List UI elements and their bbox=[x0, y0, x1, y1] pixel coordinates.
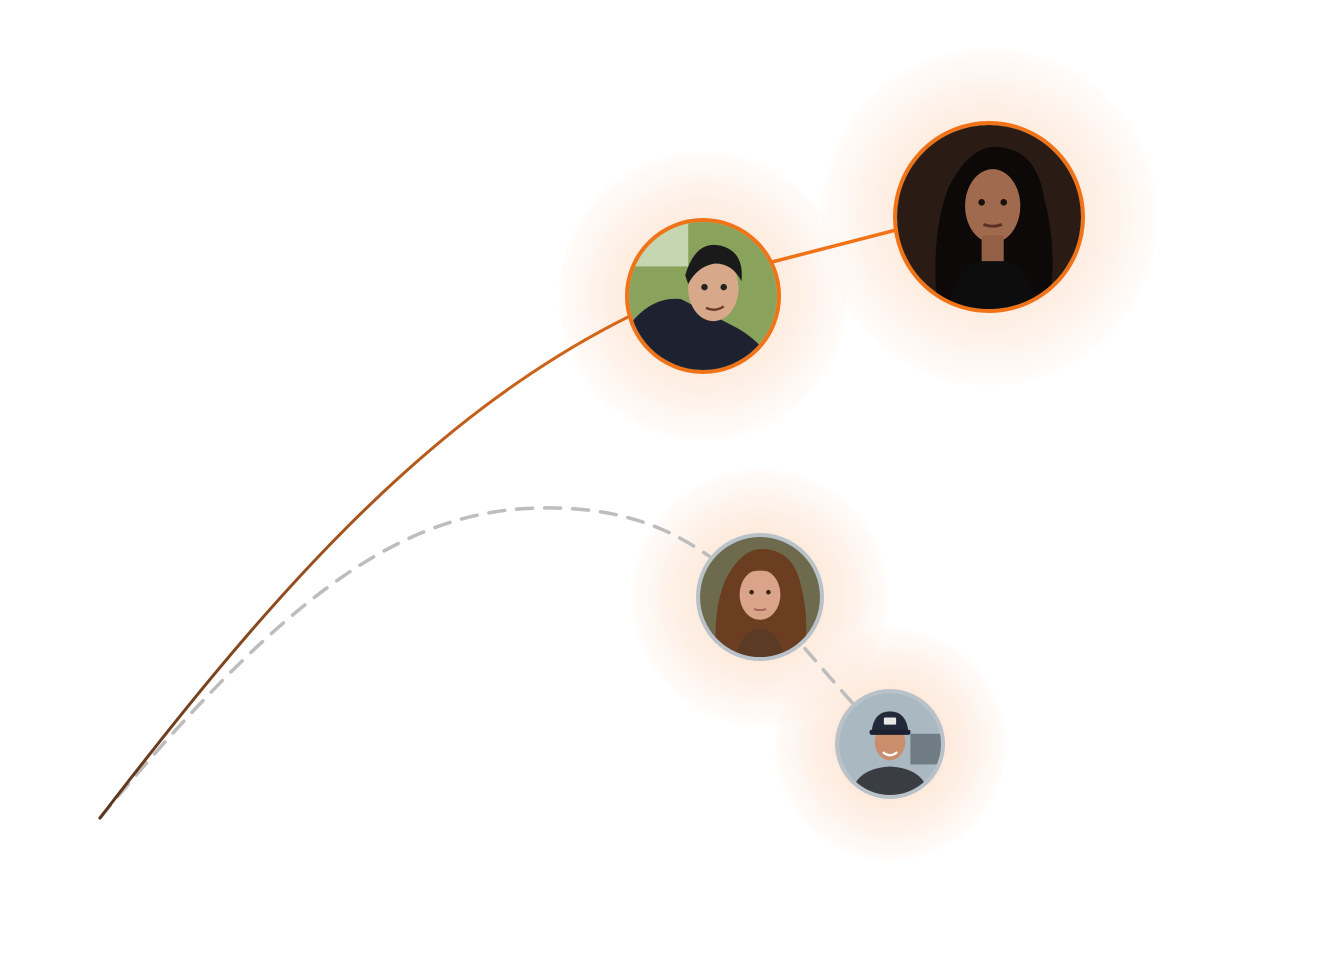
avatar-man-glasses[interactable] bbox=[625, 218, 781, 374]
person-icon bbox=[839, 693, 941, 795]
avatar-woman-wavy-hair[interactable] bbox=[696, 533, 824, 661]
solid-path bbox=[98, 314, 632, 820]
dashed-path bbox=[98, 506, 890, 820]
person-icon bbox=[897, 125, 1081, 309]
solid-path-segment bbox=[770, 228, 898, 264]
avatar-man-cap[interactable] bbox=[835, 689, 945, 799]
person-icon bbox=[629, 222, 777, 370]
avatar-woman-dark-hair[interactable] bbox=[893, 121, 1085, 313]
person-icon bbox=[700, 537, 820, 657]
